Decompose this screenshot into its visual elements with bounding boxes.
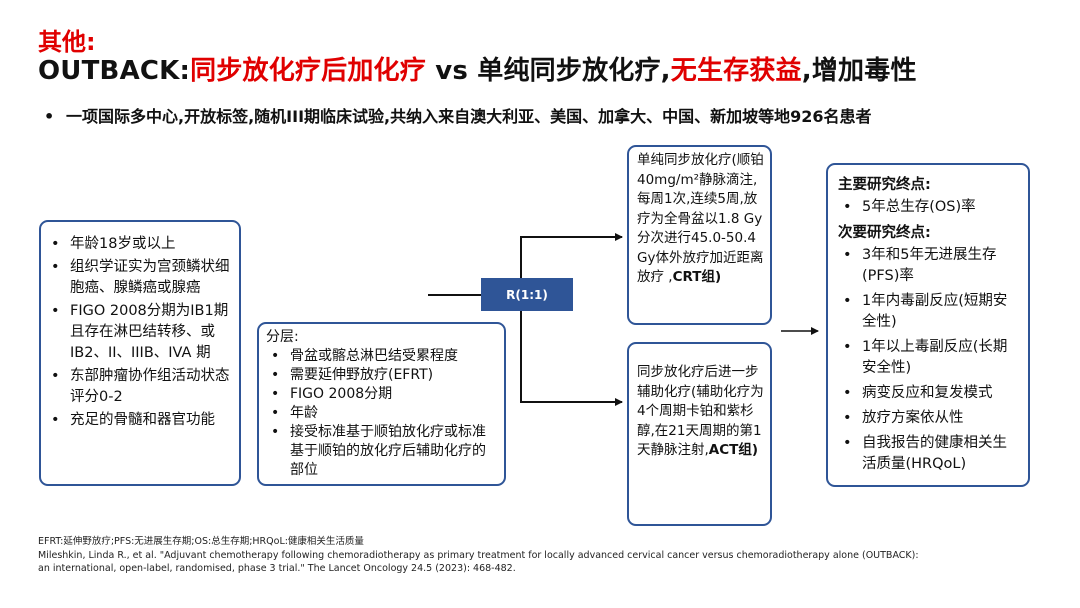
act-arm-box: 同步放化疗后进一步辅助化疗(辅助化疗为4个周期卡铂和紫杉醇,在21天周期的第1天…: [627, 342, 772, 526]
title-prefix: OUTBACK:: [38, 56, 191, 86]
intro-text: 一项国际多中心,开放标签,随机III期临床试验,共纳入来自澳大利亚、美国、加拿大…: [66, 107, 872, 126]
list-item: FIGO 2008分期为ⅠB1期且存在淋巴结转移、或IB2、II、IIIB、IV…: [46, 301, 233, 364]
list-item: 充足的骨髓和器官功能: [46, 410, 233, 431]
intro-bullet: • 一项国际多中心,开放标签,随机III期临床试验,共纳入来自澳大利亚、美国、加拿…: [44, 103, 872, 127]
list-item: FIGO 2008分期: [266, 385, 498, 404]
randomization-label: R(1:1): [506, 287, 548, 302]
crt-group-label: CRT组): [672, 269, 722, 285]
list-item: 自我报告的健康相关生活质量(HRQoL): [838, 433, 1020, 475]
list-item: 1年内毒副反应(短期安全性): [838, 291, 1020, 333]
randomization-box: R(1:1): [481, 278, 573, 311]
stratification-list: 骨盆或髂总淋巴结受累程度 需要延伸野放疗(EFRT) FIGO 2008分期 年…: [266, 347, 498, 480]
secondary-endpoint-list: 3年和5年无进展生存(PFS)率 1年内毒副反应(短期安全性) 1年以上毒副反应…: [838, 245, 1020, 475]
primary-endpoint-list: 5年总生存(OS)率: [838, 197, 1020, 218]
crt-arm-text: 单纯同步放化疗(顺铂40mg/m²静脉滴注,每周1次,连续5周,放疗为全骨盆以1…: [637, 152, 764, 285]
stratification-heading: 分层:: [266, 329, 299, 345]
title-suffix: ,增加毒性: [801, 56, 917, 86]
secondary-endpoint-heading: 次要研究终点:: [838, 225, 931, 241]
list-item: 病变反应和复发模式: [838, 383, 1020, 404]
list-item: 接受标准基于顺铂放化疗或标准基于顺铂的放化疗后辅助化疗的部位: [266, 423, 498, 480]
crt-arm-box: 单纯同步放化疗(顺铂40mg/m²静脉滴注,每周1次,连续5周,放疗为全骨盆以1…: [627, 145, 772, 325]
bullet-dot: •: [44, 107, 55, 126]
title-highlight-1: 同步放化疗后加化疗: [190, 56, 426, 86]
list-item: 年龄: [266, 404, 498, 423]
eligibility-list: 年龄18岁或以上 组织学证实为宫颈鳞状细胞癌、腺鳞癌或腺癌 FIGO 2008分…: [46, 234, 233, 431]
list-item: 东部肿瘤协作组活动状态评分0-2: [46, 366, 233, 408]
list-item: 3年和5年无进展生存(PFS)率: [838, 245, 1020, 287]
primary-endpoint-heading: 主要研究终点:: [838, 177, 931, 193]
page-title: OUTBACK:同步放化疗后加化疗 vs 单纯同步放化疗,无生存获益,增加毒性: [38, 50, 917, 87]
list-item: 骨盆或髂总淋巴结受累程度: [266, 347, 498, 366]
act-group-label: ACT组): [708, 442, 759, 458]
title-label: 其他:: [38, 28, 96, 56]
reference-line-1: Mileshkin, Linda R., et al. "Adjuvant ch…: [38, 550, 919, 561]
list-item: 需要延伸野放疗(EFRT): [266, 366, 498, 385]
list-item: 年龄18岁或以上: [46, 234, 233, 255]
title-highlight-2: 无生存获益: [670, 56, 802, 86]
abbreviation-footnote: EFRT:延伸野放疗;PFS:无进展生存期;OS:总生存期;HRQoL:健康相关…: [38, 536, 364, 547]
endpoints-box: 主要研究终点: 5年总生存(OS)率 次要研究终点: 3年和5年无进展生存(PF…: [826, 163, 1030, 487]
act-arm-text: 同步放化疗后进一步辅助化疗(辅助化疗为4个周期卡铂和紫杉醇,在21天周期的第1天…: [637, 364, 764, 458]
list-item: 1年以上毒副反应(长期安全性): [838, 337, 1020, 379]
reference-line-2: an international, open-label, randomised…: [38, 563, 516, 574]
eligibility-box: 年龄18岁或以上 组织学证实为宫颈鳞状细胞癌、腺鳞癌或腺癌 FIGO 2008分…: [39, 220, 241, 486]
list-item: 5年总生存(OS)率: [838, 197, 1020, 218]
list-item: 放疗方案依从性: [838, 408, 1020, 429]
stratification-box: 分层: 骨盆或髂总淋巴结受累程度 需要延伸野放疗(EFRT) FIGO 2008…: [257, 322, 506, 486]
list-item: 组织学证实为宫颈鳞状细胞癌、腺鳞癌或腺癌: [46, 257, 233, 299]
title-mid: vs 单纯同步放化疗,: [425, 56, 671, 86]
